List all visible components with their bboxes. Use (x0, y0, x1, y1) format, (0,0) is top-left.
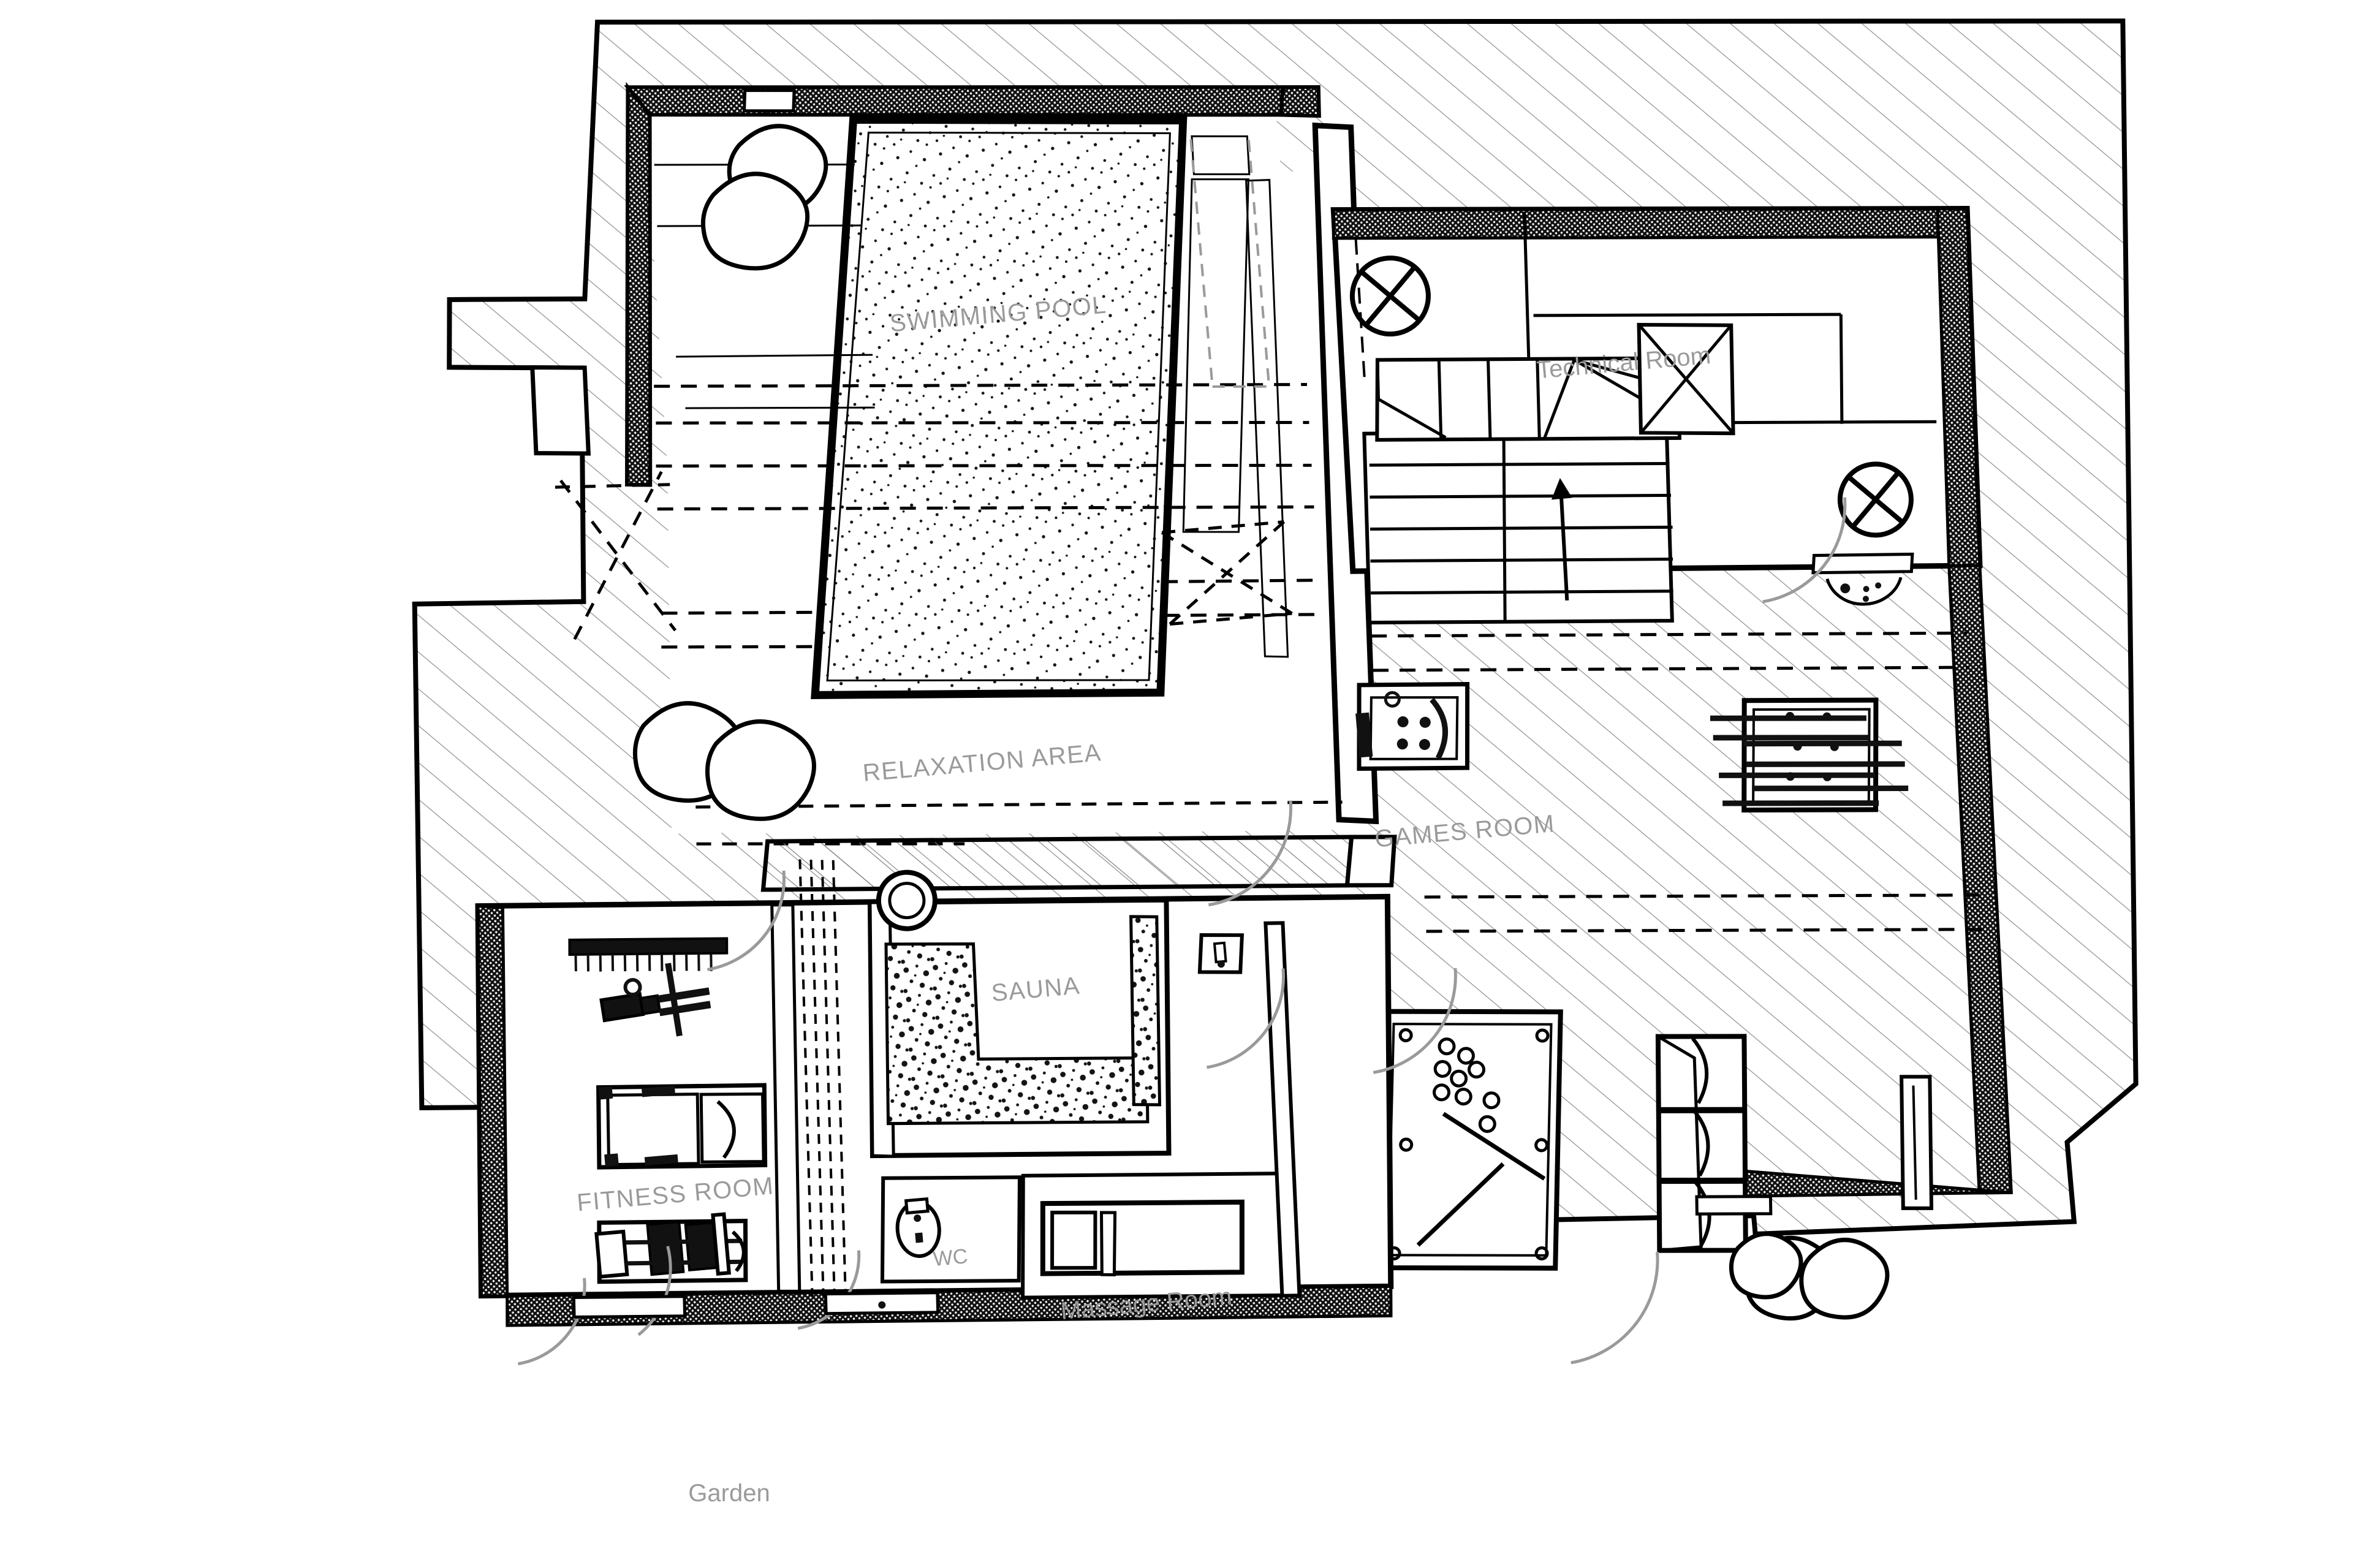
swimming-pool-basin (811, 115, 1188, 699)
sauna-block (867, 869, 1172, 1159)
weight-bench[interactable] (594, 1210, 751, 1293)
fitness-corridor-wall (770, 903, 801, 1293)
tank-symbol-east[interactable] (1804, 461, 1920, 608)
stair-up-arrow-icon (1551, 478, 1572, 601)
fitness-wall-rack (568, 937, 729, 972)
foosball-table[interactable] (1709, 687, 1910, 823)
plan-root: SWIMMING POOL RELAXATION AREA Technical … (412, 18, 2139, 1366)
games-room-overhead-dashes (1371, 631, 1984, 933)
treadmill[interactable] (593, 1073, 771, 1180)
label-garden: Garden (688, 1480, 770, 1507)
pool-east-details (1189, 139, 1271, 388)
label-wc: WC (932, 1244, 969, 1271)
billiard-table[interactable] (1355, 996, 1583, 1284)
console-table-east (1900, 1075, 1934, 1210)
plant-pair-south (1729, 1232, 1803, 1300)
exterior-nib-west (530, 365, 591, 456)
sofa-three-seat[interactable] (1641, 1029, 1763, 1257)
lounge-chair-group-west (632, 701, 816, 821)
staircase[interactable] (1346, 317, 1756, 647)
lounge-chair-group-north (701, 124, 828, 271)
corridor-dashed-lines (798, 859, 847, 1297)
massage-bed[interactable] (1037, 1186, 1248, 1290)
massage-room-block (1021, 1171, 1291, 1300)
arcade-cabinet[interactable] (1352, 676, 1474, 778)
wc-block (880, 1175, 1021, 1284)
tank-symbol-west[interactable] (1347, 233, 1436, 386)
pool-overhead-dashes (654, 383, 1322, 649)
relaxation-angled-dashes (559, 471, 677, 640)
pool-overhead-crosses (1161, 520, 1293, 626)
toilet-fixture (895, 1197, 941, 1258)
south-wall-openings (572, 1195, 1773, 1319)
cross-trainer[interactable] (599, 960, 713, 1042)
exterior-nib-top (742, 89, 796, 113)
vanity-niche (1197, 933, 1245, 974)
